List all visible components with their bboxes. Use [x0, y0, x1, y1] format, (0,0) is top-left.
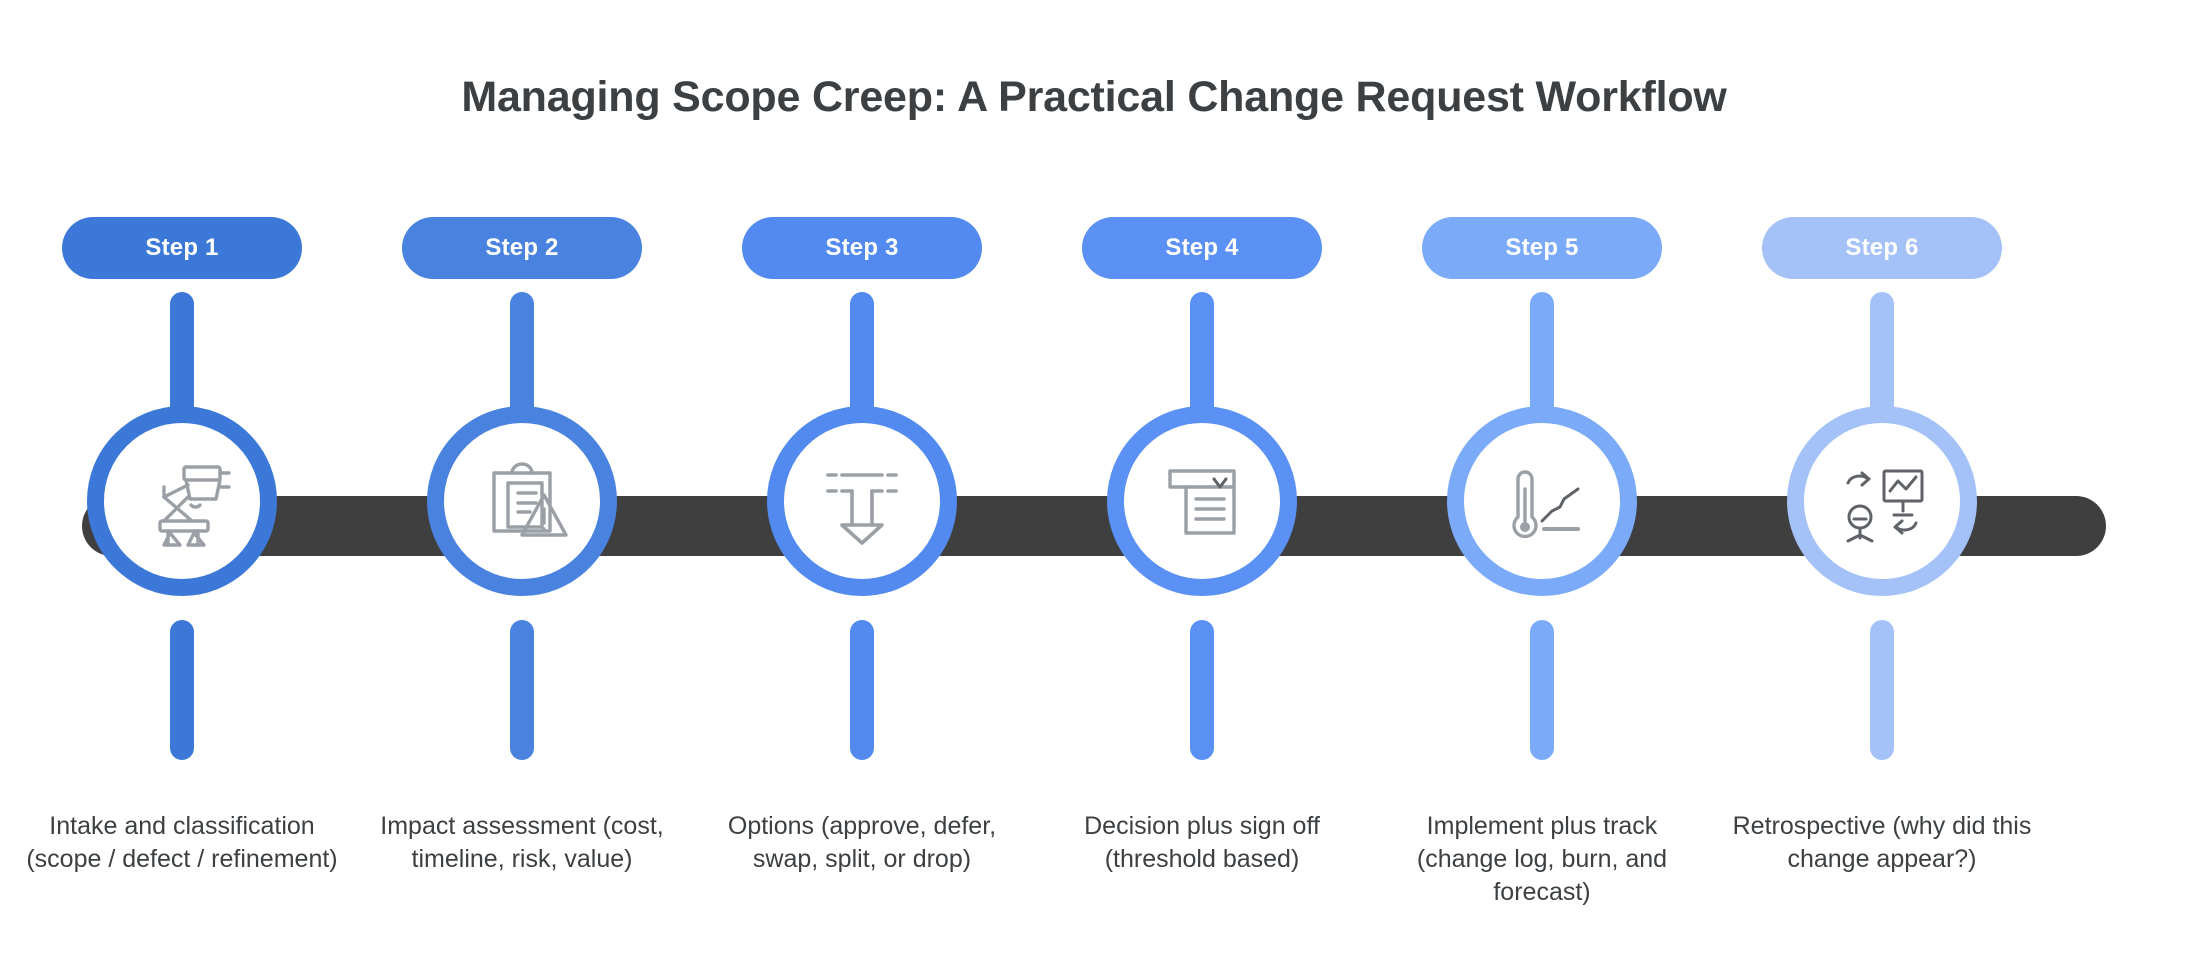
funnel-down-arrow-icon [810, 449, 914, 553]
step-pill-6[interactable]: Step 6 [1762, 217, 2002, 279]
step-icon-ring-2[interactable] [427, 406, 617, 596]
step-caption-6: Retrospective (why did this change appea… [1732, 812, 2032, 873]
step-pill-5[interactable]: Step 5 [1422, 217, 1662, 279]
step-caption-2: Impact assessment (cost, timeline, risk,… [380, 812, 664, 873]
step-caption-5: Implement plus track (change log, burn, … [1416, 812, 1668, 906]
step-icon-ring-6[interactable] [1787, 406, 1977, 596]
page-title: Managing Scope Creep: A Practical Change… [461, 73, 1727, 121]
connector-stem-bottom-5 [1530, 620, 1554, 760]
connector-stem-bottom-4 [1190, 620, 1214, 760]
step-pill-label-1: Step 1 [145, 234, 219, 261]
step-pill-label-4: Step 4 [1165, 234, 1239, 261]
step-caption-4: Decision plus sign off (threshold based) [1084, 812, 1320, 873]
retrospective-review-icon [1830, 449, 1934, 553]
connector-stem-bottom-2 [510, 620, 534, 760]
step-pill-3[interactable]: Step 3 [742, 217, 982, 279]
step-column-4: Step 4 Decision plus sign off (threshold… [1032, 0, 1372, 966]
connector-stem-bottom-1 [170, 620, 194, 760]
step-column-6: Step 6 Retrospective (why did this chan [1712, 0, 2052, 966]
thermometer-trend-icon [1490, 449, 1594, 553]
step-caption-3: Options (approve, defer, swap, split, or… [727, 812, 997, 873]
step-pill-label-6: Step 6 [1845, 234, 1919, 261]
timeline-bar [82, 496, 2106, 556]
clipboard-warning-icon [470, 449, 574, 553]
step-pill-1[interactable]: Step 1 [62, 217, 302, 279]
step-column-3: Step 3 Options (approve, defer, swap, sp… [692, 0, 1032, 966]
step-pill-label-3: Step 3 [825, 234, 899, 261]
document-signoff-icon [1150, 449, 1254, 553]
step-icon-ring-4[interactable] [1107, 406, 1297, 596]
step-column-2: Step 2 Impact assessment (cost, timeline… [352, 0, 692, 966]
step-icon-ring-3[interactable] [767, 406, 957, 596]
step-icon-ring-5[interactable] [1447, 406, 1637, 596]
step-pill-label-2: Step 2 [485, 234, 559, 261]
step-pill-2[interactable]: Step 2 [402, 217, 642, 279]
step-icon-ring-1[interactable] [87, 406, 277, 596]
step-column-5: Step 5 Implement plus track (change log,… [1372, 0, 1712, 966]
intake-tray-icon [130, 449, 234, 553]
step-column-1: Step 1 Intake and [12, 0, 352, 966]
connector-stem-bottom-3 [850, 620, 874, 760]
step-pill-4[interactable]: Step 4 [1082, 217, 1322, 279]
step-pill-label-5: Step 5 [1505, 234, 1579, 261]
step-caption-1: Intake and classification (scope / defec… [26, 812, 338, 873]
connector-stem-bottom-6 [1870, 620, 1894, 760]
